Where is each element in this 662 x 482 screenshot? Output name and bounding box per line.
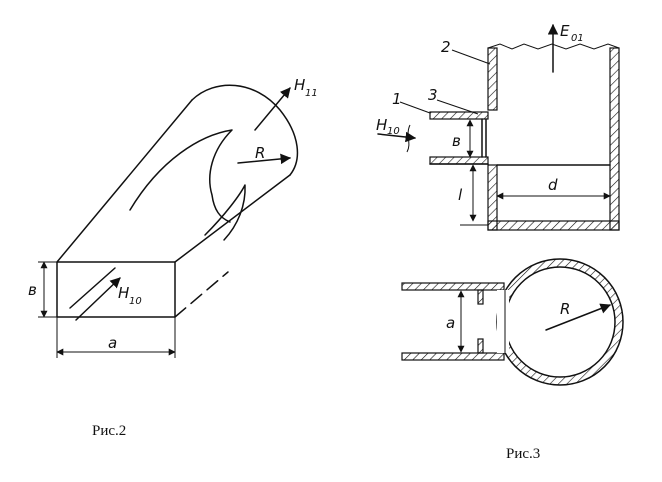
fig2-h10-arrow — [75, 277, 121, 321]
fig3-iris-post-top — [477, 289, 484, 305]
fig2-label-h10: H — [118, 284, 129, 302]
fig3-waveguide-bottom-wall — [429, 156, 489, 165]
fig3-bottom-wall — [487, 220, 620, 231]
fig3-h10-wiggle — [406, 124, 411, 153]
fig3-caption: Рис.3 — [506, 446, 540, 462]
fig3-leader-3 — [436, 99, 479, 115]
fig3-label-a: a — [446, 314, 455, 332]
fig3-label-e01-sub: 01 — [571, 33, 584, 44]
fig2-h11-arrow — [254, 87, 291, 131]
fig2-bottom-right-edge — [174, 271, 229, 318]
fig2-label-r: R — [255, 144, 265, 162]
fig3-leader-2 — [451, 49, 491, 65]
fig3-leader-1 — [399, 101, 431, 114]
fig2-label-h11-sub: 11 — [305, 88, 318, 99]
fig3-label-2: 2 — [441, 38, 451, 56]
figure-3-top-view: a R Рис.3 — [401, 258, 624, 462]
fig3-iris-post-bottom — [477, 338, 484, 354]
figure-3-side-view: E 01 2 1 3 H 10 в l d — [376, 22, 620, 231]
fig2-label-h11: H — [294, 76, 305, 94]
fig3-label-1: 1 — [392, 90, 402, 108]
fig2-r-arrow — [237, 153, 292, 165]
fig3-waveguide-top-wall — [429, 111, 489, 120]
fig2-rect-field-line — [69, 267, 116, 309]
fig3-inner-circle — [504, 266, 616, 378]
fig3-label-3: 3 — [428, 86, 438, 104]
fig3-r-arrow — [545, 303, 611, 331]
fig3-top-view-guide-lower — [401, 352, 505, 361]
fig2-circular-end — [191, 84, 299, 176]
fig3-label-e01: E — [560, 22, 570, 40]
fig3-label-h10: H — [376, 116, 387, 134]
fig2-label-b: в — [28, 281, 37, 299]
fig2-caption: Рис.2 — [92, 423, 126, 439]
fig2-rect-waveguide-face — [56, 261, 176, 318]
fig3-left-wall-lower — [487, 164, 498, 231]
fig3-label-b: в — [452, 132, 461, 150]
fig3-left-wall-upper — [487, 47, 498, 111]
fig2-top-left-edge — [56, 99, 193, 263]
figure-2: в a R H 11 H 10 Рис.2 — [28, 76, 318, 439]
fig2-top-right-edge — [174, 174, 291, 263]
fig3-label-r: R — [560, 300, 570, 318]
fig3-break-line — [487, 43, 620, 50]
fig3-label-d: d — [548, 176, 558, 194]
fig2-label-h10-sub: 10 — [129, 296, 142, 307]
fig3-guide-opening — [497, 290, 509, 353]
fig3-top-view-guide-upper — [401, 282, 505, 291]
fig3-label-l: l — [458, 186, 463, 204]
fig3-label-h10-sub: 10 — [387, 126, 400, 137]
fig2-label-a: a — [108, 334, 117, 352]
fig2-field-line-1 — [129, 129, 233, 223]
fig2-field-line-2 — [204, 184, 246, 241]
fig3-right-wall — [609, 47, 620, 231]
